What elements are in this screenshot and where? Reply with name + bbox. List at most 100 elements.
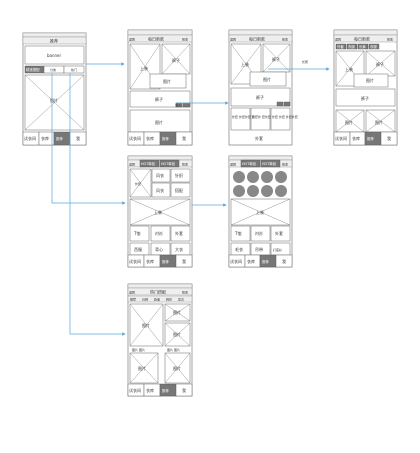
brand-icon[interactable] <box>233 185 245 197</box>
back-button[interactable]: 返回 <box>230 37 236 42</box>
banner[interactable] <box>24 45 85 65</box>
svg-text:我: 我 <box>182 387 186 393</box>
brand-circles <box>233 171 287 197</box>
page-title: 推荐 <box>50 38 58 44</box>
tabbar: 试衣间 衣库 推荐 我 <box>127 254 193 268</box>
tabbar: 试衣间 衣库 推荐 我 <box>22 131 87 146</box>
svg-text:每日新款: 每日新款 <box>354 36 370 42</box>
svg-text:风衣: 风衣 <box>156 187 164 193</box>
tab-hot[interactable] <box>63 65 85 74</box>
tag-chip[interactable] <box>346 43 358 50</box>
tag-chip[interactable] <box>335 43 347 50</box>
svg-text:打底衫: 打底衫 <box>273 247 282 252</box>
tab-me[interactable] <box>380 131 398 146</box>
svg-text:外套: 外套 <box>275 230 283 236</box>
svg-text:图片: 图片 <box>345 119 353 125</box>
brand-icon[interactable] <box>261 185 273 197</box>
svg-text:HOT单品: HOT单品 <box>242 161 257 166</box>
tab-jk[interactable]: 日韩 <box>142 297 148 302</box>
svg-text:试衣间: 试衣间 <box>230 258 242 264</box>
back-button[interactable]: 返回 <box>129 162 135 167</box>
svg-text:图片: 图片 <box>155 119 163 125</box>
brand-icon[interactable] <box>247 171 259 183</box>
tabbar: 试衣间 衣库 推荐 我 <box>127 131 193 146</box>
svg-text:图片 图片: 图片 图片 <box>132 347 145 352</box>
coat-button[interactable] <box>283 101 291 107</box>
tag-chip[interactable] <box>368 43 380 50</box>
back-button[interactable]: 返回 <box>230 162 236 167</box>
arrow-home-to-hot <box>69 73 126 336</box>
feed-image-label: 图片 <box>50 97 58 103</box>
flow-arrows: 长按 <box>51 59 330 336</box>
tab-hot-item[interactable] <box>240 159 261 168</box>
svg-text:外套: 外套 <box>135 181 141 186</box>
svg-text:图片 图片: 图片 图片 <box>167 347 180 352</box>
svg-text:衬衫: 衬衫 <box>155 230 163 236</box>
svg-text:T恤: T恤 <box>234 230 241 236</box>
svg-text:试衣间: 试衣间 <box>335 135 347 141</box>
tab-hot-item[interactable] <box>159 159 180 168</box>
brand-icon[interactable] <box>261 171 273 183</box>
svg-text:衣库: 衣库 <box>352 135 360 141</box>
tab-featured-label: 精选搭配 <box>26 67 40 72</box>
tabbar: 试衣间 衣库 推荐 我 <box>127 383 193 397</box>
svg-text:加入: 加入 <box>175 102 181 107</box>
svg-text:裤子: 裤子 <box>172 57 180 63</box>
search-button[interactable]: 搜索 <box>182 37 188 42</box>
svg-text:试衣间: 试衣间 <box>129 387 141 393</box>
svg-text:衣服: 衣服 <box>348 44 355 49</box>
svg-text:试衣间: 试衣间 <box>129 135 141 141</box>
svg-text:图片: 图片 <box>138 365 146 371</box>
svg-text:我: 我 <box>182 135 186 141</box>
search-button[interactable]: 搜索 <box>282 37 288 42</box>
svg-text:试衣间: 试衣间 <box>24 135 36 141</box>
tabbar: 试衣间 衣库 推荐 我 <box>228 254 293 268</box>
add-button[interactable] <box>276 101 284 107</box>
tag-chip[interactable] <box>357 43 369 50</box>
page-title: 每日新款 <box>148 36 164 42</box>
back-button[interactable]: 返回 <box>129 37 135 42</box>
svg-text:我: 我 <box>282 258 286 264</box>
screen-daily-new-detail: 返回 每日新款 搜索 上装 裤子 图片 裤子 外套 外套外套 套 外套外 套外套… <box>228 29 298 146</box>
svg-text:风衣: 风衣 <box>156 172 164 178</box>
svg-text:推荐: 推荐 <box>367 136 374 141</box>
svg-text:针织: 针织 <box>175 172 183 178</box>
tab-hot-item[interactable] <box>260 159 281 168</box>
brand-icon[interactable] <box>275 185 287 197</box>
search-button[interactable]: 搜索 <box>282 162 288 167</box>
brand-icon[interactable] <box>275 171 287 183</box>
search-button[interactable]: 搜索 <box>182 290 188 295</box>
tab-category-label: 分类 <box>50 67 56 72</box>
tab-me[interactable] <box>175 254 193 268</box>
svg-text:衣库: 衣库 <box>41 135 49 141</box>
svg-text:外套: 外套 <box>255 135 263 141</box>
brand-icon[interactable] <box>247 185 259 197</box>
category-grid: 风衣 针织 风衣 搭配 <box>151 168 191 198</box>
tab-hot-label: 热门 <box>71 67 77 72</box>
search-button[interactable]: 搜索 <box>387 37 393 42</box>
svg-text:裤子: 裤子 <box>256 94 264 100</box>
page-title: 热门搭配 <box>150 289 166 295</box>
back-button[interactable]: 返回 <box>335 37 341 42</box>
svg-text:外套外 套外套: 外套外 套外套 <box>252 114 271 119</box>
svg-text:图片: 图片 <box>263 76 271 82</box>
svg-text:推荐: 推荐 <box>262 259 269 264</box>
tab-retro[interactable]: 复古 <box>178 297 184 302</box>
svg-text:推荐: 推荐 <box>162 259 169 264</box>
search-button[interactable]: 搜索 <box>182 162 188 167</box>
long-press-note: 长按 <box>302 59 308 64</box>
tab-korean[interactable]: 韩风 <box>166 297 172 302</box>
brand-icon[interactable] <box>233 171 245 183</box>
tab-recommend[interactable]: 推荐 <box>130 297 136 302</box>
tab-me[interactable] <box>175 383 193 397</box>
tab-me[interactable] <box>275 254 293 268</box>
tab-me[interactable] <box>175 131 193 146</box>
svg-text:上装: 上装 <box>345 66 353 72</box>
tab-western[interactable]: 欧美 <box>154 297 160 302</box>
coat-button[interactable] <box>182 102 191 108</box>
svg-text:图片: 图片 <box>163 78 171 84</box>
svg-text:图片: 图片 <box>366 77 374 83</box>
back-button[interactable]: 返回 <box>129 290 135 295</box>
tab-hot-item[interactable] <box>139 159 160 168</box>
